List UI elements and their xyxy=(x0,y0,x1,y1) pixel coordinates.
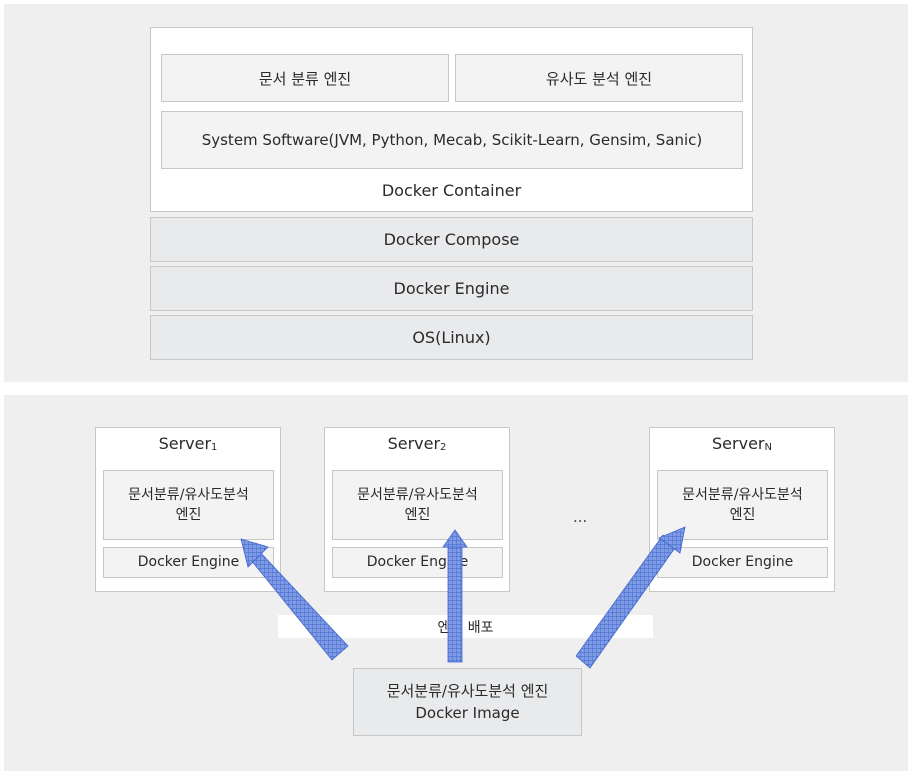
docker-compose-label: Docker Compose xyxy=(383,230,520,249)
arrow-to-server-1-head xyxy=(240,538,269,568)
server-n-engine-line1: 문서분류/유사도분석 xyxy=(682,486,803,503)
docker-image-box: 문서분류/유사도분석 엔진 Docker Image xyxy=(353,668,582,736)
similarity-analysis-engine-box: 유사도 분석 엔진 xyxy=(455,54,743,102)
arrow-to-server-n-body xyxy=(575,534,678,669)
os-label: OS(Linux) xyxy=(412,328,491,347)
similarity-analysis-engine-label: 유사도 분석 엔진 xyxy=(545,69,653,88)
server-2-engine-line2: 엔진 xyxy=(404,507,431,523)
arrow-to-server-2-head xyxy=(442,529,468,548)
server-2-engine-box: 문서분류/유사도분석 엔진 xyxy=(332,470,503,540)
os-layer: OS(Linux) xyxy=(150,315,753,360)
arrow-to-server-2-body xyxy=(447,544,463,663)
server-2-docker-engine-box: Docker Engine xyxy=(332,547,503,578)
server-1-engine-box: 문서분류/유사도분석 엔진 xyxy=(103,470,274,540)
server-n-docker-engine-box: Docker Engine xyxy=(657,547,828,578)
docker-engine-label: Docker Engine xyxy=(393,279,510,298)
ellipsis: ... xyxy=(573,508,588,526)
document-classification-engine-box: 문서 분류 엔진 xyxy=(161,54,449,102)
server-n-engine-line2: 엔진 xyxy=(729,507,756,523)
server-1-docker-engine-label: Docker Engine xyxy=(137,554,240,571)
server-1-engine-line2: 엔진 xyxy=(175,507,202,523)
system-software-box: System Software(JVM, Python, Mecab, Scik… xyxy=(161,111,743,169)
server-2-docker-engine-label: Docker Engine xyxy=(366,554,469,571)
system-software-label: System Software(JVM, Python, Mecab, Scik… xyxy=(201,131,703,149)
server-2-engine-line1: 문서분류/유사도분석 xyxy=(357,486,478,503)
docker-compose-layer: Docker Compose xyxy=(150,217,753,262)
docker-container-label: Docker Container xyxy=(381,181,522,200)
server-n-engine-box: 문서분류/유사도분석 엔진 xyxy=(657,470,828,540)
server-n-docker-engine-label: Docker Engine xyxy=(691,554,794,571)
docker-image-line1: 문서분류/유사도분석 엔진 xyxy=(386,681,549,700)
docker-engine-layer: Docker Engine xyxy=(150,266,753,311)
server-1-engine-line1: 문서분류/유사도분석 xyxy=(128,486,249,503)
docker-image-line2: Docker Image xyxy=(415,704,520,722)
arrow-to-server-1-body xyxy=(250,550,349,661)
arrow-to-server-n-head xyxy=(658,526,686,554)
document-classification-engine-label: 문서 분류 엔진 xyxy=(258,69,352,88)
